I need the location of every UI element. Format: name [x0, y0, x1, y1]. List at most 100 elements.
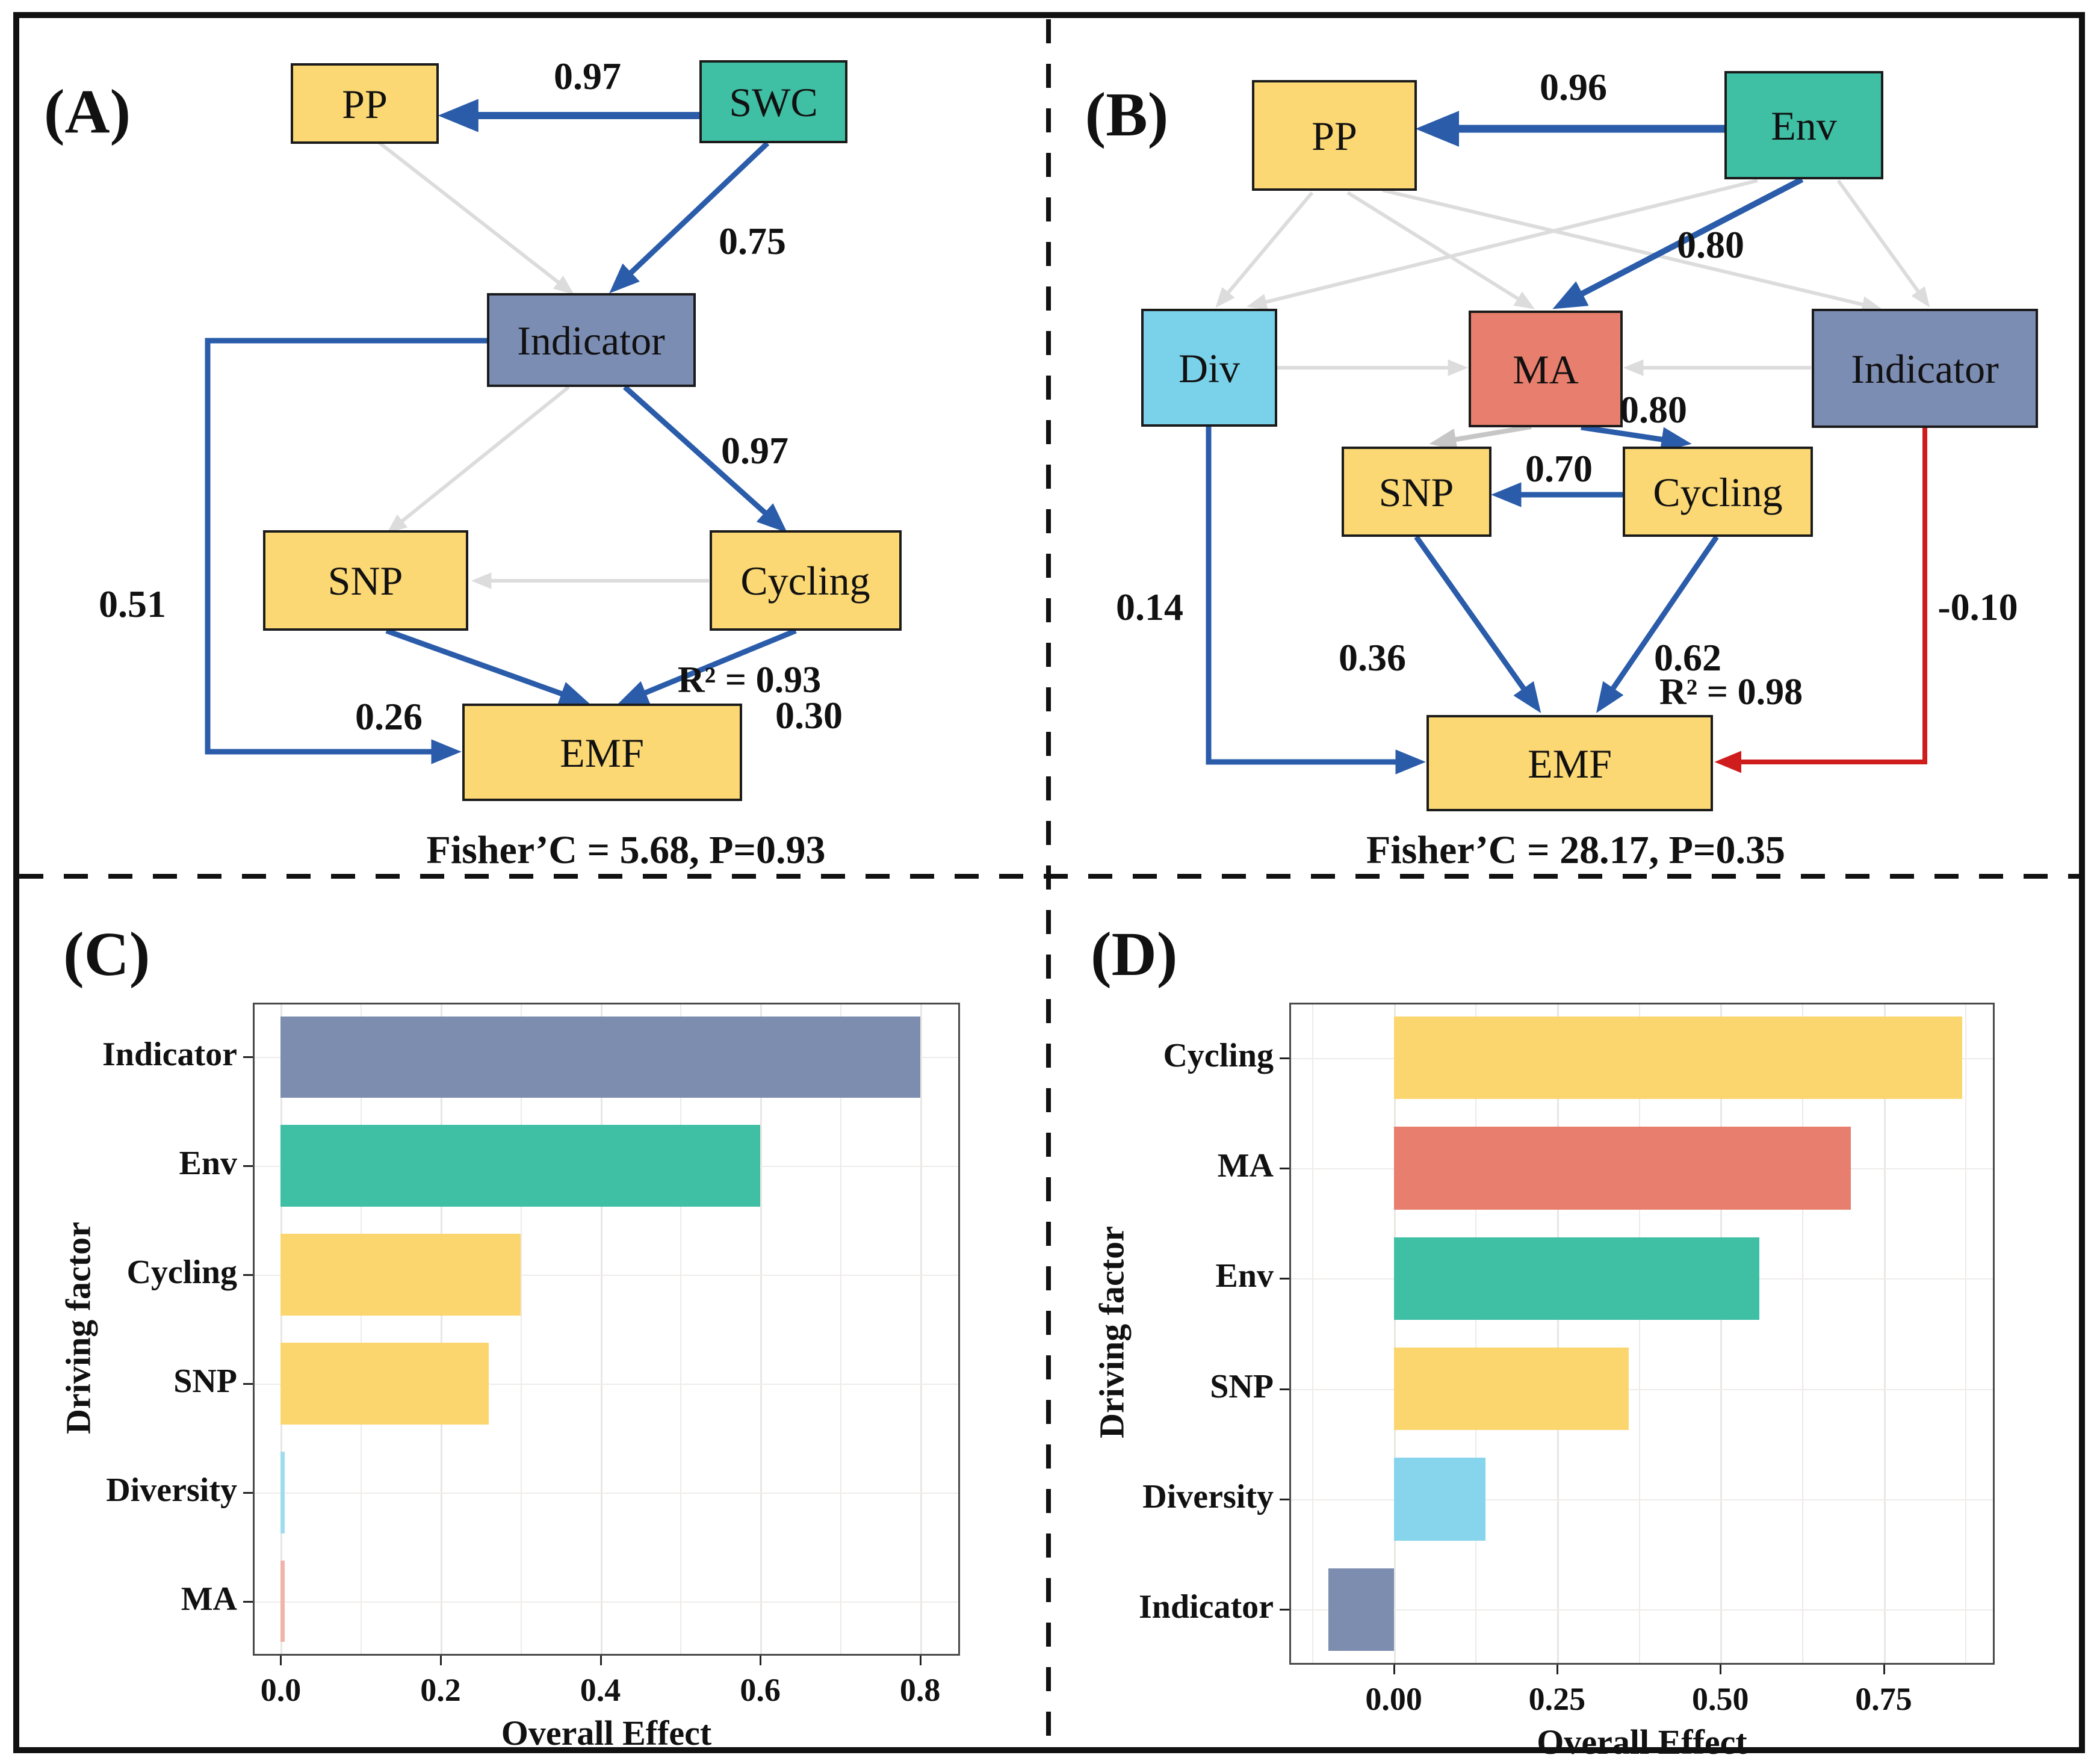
gridline-minor [680, 1004, 682, 1654]
x-tick [1393, 1665, 1395, 1674]
gridline-major [600, 1004, 602, 1654]
plot-area [1289, 1003, 1995, 1665]
r2-b: R² = 0.98 [1659, 672, 1803, 713]
gridline-minor [520, 1004, 522, 1654]
gridline-horizontal [255, 1492, 958, 1494]
x-tick [1883, 1665, 1885, 1674]
x-tick-label: 0.8 [899, 1672, 941, 1708]
x-tick [1556, 1665, 1558, 1674]
node-emf [1426, 715, 1713, 811]
path-pp-ma-ns [1346, 191, 1535, 309]
y-axis-label-cycling: Cycling [1163, 1036, 1274, 1074]
coef-cycling-emf: 0.62 [1654, 636, 1721, 679]
path-indicator-cycling [622, 385, 788, 533]
y-axis-title: Driving factor [1092, 1226, 1132, 1438]
path-env-div-ns [1247, 179, 1758, 311]
path-cycling-emf [1596, 535, 1719, 713]
node-swc [699, 60, 847, 143]
node-div [1141, 309, 1277, 427]
node-cycling-label: Cycling [1653, 469, 1782, 515]
x-tick-label: 0.00 [1365, 1681, 1422, 1717]
x-axis-title: Overall Effect [1537, 1722, 1747, 1762]
y-axis-label-ma: MA [181, 1580, 237, 1618]
panel-b-letter: (B) [1085, 80, 1169, 149]
plot-area [253, 1003, 960, 1656]
y-tick [1280, 1057, 1289, 1059]
y-axis-label-env: Env [1215, 1257, 1274, 1295]
dashed-vertical-divider [1046, 19, 1051, 1746]
coef-cycling-snp: 0.70 [1525, 447, 1593, 490]
node-env [1724, 71, 1883, 179]
x-axis-title: Overall Effect [501, 1713, 712, 1753]
path-indicator-snp-ns [386, 385, 570, 534]
fisher-a: Fisher’C = 5.68, P=0.93 [427, 828, 826, 872]
coef-env-pp: 0.96 [1540, 66, 1607, 108]
coef-indicator-emf: 0.51 [99, 583, 166, 625]
path-ma-cycling [1581, 424, 1692, 452]
node-emf [462, 704, 742, 801]
y-axis-label-snp: SNP [173, 1362, 237, 1400]
r2-a: R² = 0.93 [678, 660, 821, 701]
x-tick [280, 1656, 282, 1665]
path-indicator-emf [205, 338, 489, 764]
node-env-label: Env [1771, 103, 1837, 149]
panel-d-letter: (D) [1091, 920, 1178, 989]
x-tick-label: 0.4 [580, 1672, 621, 1708]
coef-env-ma: 0.80 [1677, 223, 1744, 266]
sem-diagram-a: (A) PP SWC Indicator SNP Cycling [44, 55, 902, 872]
y-axis-label-snp: SNP [1210, 1367, 1274, 1405]
x-tick-label: 0.2 [420, 1672, 461, 1708]
node-indicator-label: Indicator [1851, 346, 1999, 392]
bar-snp [1393, 1347, 1629, 1431]
y-axis-label-diversity: Diversity [1142, 1478, 1274, 1515]
node-ma-label: MA [1513, 347, 1579, 392]
path-pp-div-ns [1215, 191, 1314, 308]
node-emf-label: EMF [560, 730, 644, 776]
coef-swc-indicator: 0.75 [719, 220, 786, 262]
gridline-major [760, 1004, 763, 1654]
coef-snp-emf: 0.36 [1339, 636, 1406, 679]
y-tick [243, 1491, 253, 1494]
node-pp-label: PP [342, 81, 388, 127]
node-pp [1252, 80, 1417, 191]
node-pp-label: PP [1312, 113, 1357, 159]
path-cycling-emf [618, 628, 797, 705]
gridline-horizontal [1291, 1499, 1993, 1500]
gridline-horizontal [1291, 1388, 1993, 1390]
path-snp-emf [385, 628, 590, 706]
bar-cycling [280, 1234, 521, 1316]
gridline-major [1393, 1004, 1396, 1663]
y-tick [243, 1056, 253, 1059]
y-axis-label-ma: MA [1217, 1147, 1274, 1184]
y-axis-label-indicator: Indicator [102, 1036, 237, 1074]
gridline-horizontal [255, 1601, 958, 1603]
node-emf-label: EMF [1528, 741, 1612, 787]
node-snp-label: SNP [1379, 469, 1454, 515]
coef-div-emf: 0.14 [1116, 586, 1183, 628]
node-pp [291, 63, 439, 144]
node-cycling-label: Cycling [740, 558, 870, 604]
gridline-major [1883, 1004, 1886, 1663]
x-tick [599, 1656, 602, 1665]
y-tick [243, 1382, 253, 1385]
node-div-label: Div [1179, 345, 1240, 391]
x-tick [760, 1656, 762, 1665]
y-tick [243, 1274, 253, 1277]
path-env-indicator-ns [1836, 179, 1930, 308]
node-snp-label: SNP [328, 558, 403, 604]
x-tick-label: 0.0 [260, 1672, 302, 1708]
gridline-major [920, 1004, 922, 1654]
bar-ma [1393, 1127, 1851, 1210]
gridline-major [280, 1004, 283, 1654]
x-tick-label: 0.50 [1691, 1681, 1749, 1717]
dashed-horizontal-divider [19, 874, 2079, 879]
bar-diversity [1393, 1458, 1485, 1541]
node-snp [263, 530, 468, 631]
y-axis-label-cycling: Cycling [126, 1254, 237, 1292]
y-tick [243, 1600, 253, 1603]
x-tick [919, 1656, 922, 1665]
path-env-ma [1552, 176, 1804, 309]
gridline-minor [1965, 1004, 1967, 1663]
